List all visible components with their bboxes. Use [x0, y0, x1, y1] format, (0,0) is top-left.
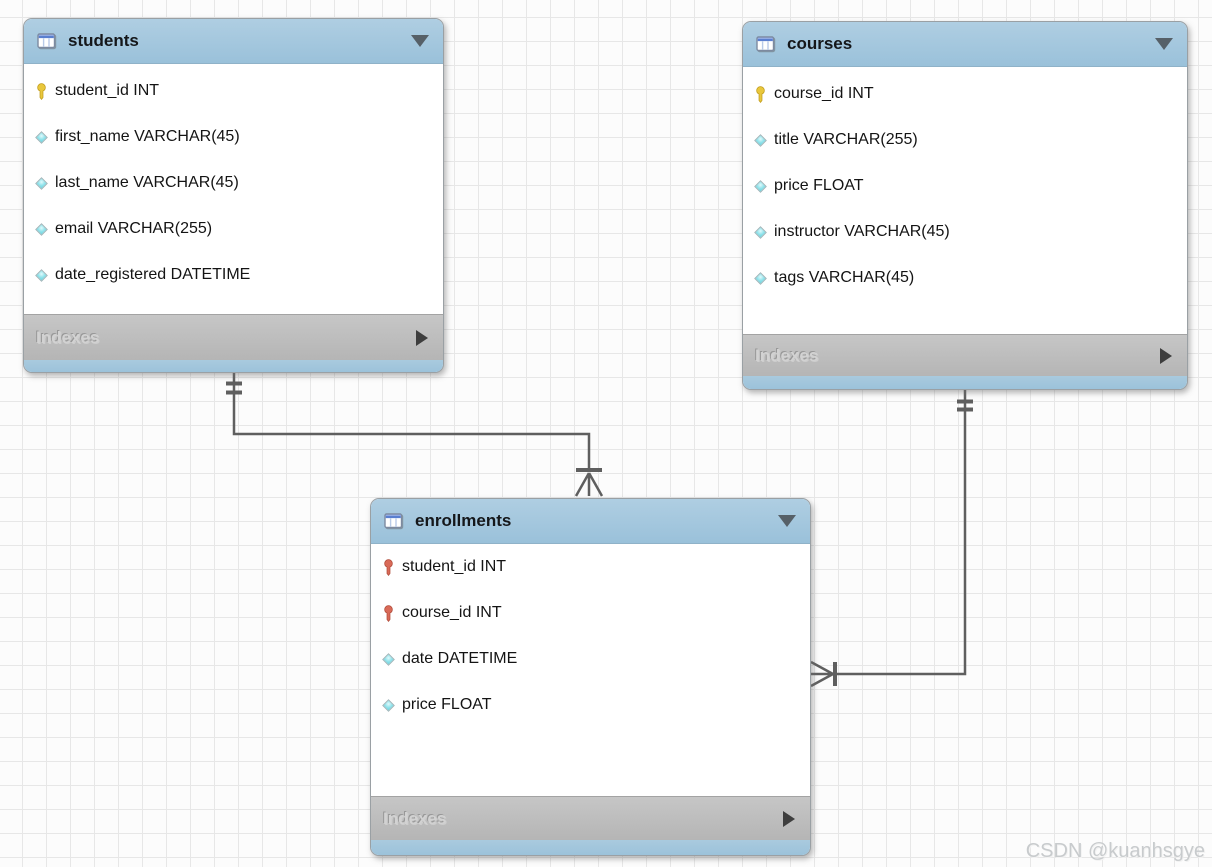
indexes-label: Indexes [383, 808, 447, 828]
column-icon [753, 225, 767, 239]
column-icon [753, 179, 767, 193]
table-header[interactable]: enrollments [371, 499, 810, 544]
column-icon [381, 652, 395, 666]
foreign-key-icon [382, 558, 394, 576]
column-type: VARCHAR(45) [844, 223, 950, 240]
column-name: first_name [55, 128, 130, 145]
column-type: INT [133, 82, 160, 99]
table-icon [756, 36, 775, 52]
primary-key-icon [35, 82, 47, 100]
relationship-connector-students-enrollments[interactable] [226, 373, 604, 497]
column-row[interactable]: tags VARCHAR(45) [743, 255, 1187, 301]
column-type: VARCHAR(255) [97, 220, 213, 237]
column-type: DATETIME [170, 266, 251, 283]
column-name: date_registered [55, 266, 167, 283]
table-card-courses[interactable]: courses course_id INT title VARCHAR(255)… [742, 21, 1188, 390]
column-name: price [402, 696, 437, 713]
column-type: DATETIME [437, 650, 518, 667]
column-icon [753, 133, 767, 147]
column-type: VARCHAR(45) [133, 174, 239, 191]
table-icon [37, 33, 56, 49]
table-header[interactable]: courses [743, 22, 1187, 67]
column-row[interactable]: student_id INT [24, 68, 443, 114]
column-type: VARCHAR(255) [803, 131, 918, 148]
table-bottom-strip [743, 376, 1187, 389]
column-icon [34, 222, 48, 236]
column-name: student_id [402, 558, 476, 575]
column-type: VARCHAR(45) [134, 128, 240, 145]
relationship-connector-courses-enrollments[interactable] [810, 390, 973, 688]
table-columns: course_id INT title VARCHAR(255) price F… [743, 67, 1187, 334]
column-name: email [55, 220, 94, 237]
column-name: title [774, 131, 799, 148]
collapse-arrow-icon[interactable] [411, 35, 429, 47]
column-icon [34, 268, 48, 282]
column-name: instructor [774, 223, 840, 240]
table-title: enrollments [415, 511, 512, 530]
column-type: INT [847, 85, 874, 102]
expand-arrow-icon[interactable] [783, 810, 795, 827]
watermark: CSDN @kuanhsgye [1025, 840, 1205, 862]
table-columns: student_id INT course_id INT date DATETI… [371, 544, 810, 796]
column-row[interactable]: last_name VARCHAR(45) [24, 160, 443, 206]
column-row[interactable]: price FLOAT [371, 682, 810, 728]
column-name: tags [774, 269, 805, 286]
column-name: date [402, 650, 434, 667]
indexes-footer[interactable]: Indexes [371, 796, 810, 840]
column-row[interactable]: student_id INT [371, 544, 810, 590]
column-row[interactable]: course_id INT [371, 590, 810, 636]
indexes-footer[interactable]: Indexes [743, 334, 1187, 376]
column-row[interactable]: title VARCHAR(255) [743, 117, 1187, 163]
column-row[interactable]: first_name VARCHAR(45) [24, 114, 443, 160]
column-row[interactable]: email VARCHAR(255) [24, 206, 443, 252]
table-columns: student_id INT first_name VARCHAR(45) la… [24, 64, 443, 314]
column-icon [34, 130, 48, 144]
column-row[interactable]: date_registered DATETIME [24, 252, 443, 298]
column-name: last_name [55, 174, 129, 191]
column-type: INT [475, 604, 502, 621]
indexes-footer[interactable]: Indexes [24, 314, 443, 360]
column-row[interactable]: price FLOAT [743, 163, 1187, 209]
column-type: FLOAT [441, 696, 492, 713]
collapse-arrow-icon[interactable] [1155, 38, 1173, 50]
column-type: INT [480, 558, 507, 575]
column-row[interactable]: instructor VARCHAR(45) [743, 209, 1187, 255]
table-title: students [68, 31, 139, 50]
table-icon [384, 513, 403, 529]
foreign-key-icon [382, 604, 394, 622]
collapse-arrow-icon[interactable] [778, 515, 796, 527]
column-row[interactable]: date DATETIME [371, 636, 810, 682]
table-bottom-strip [24, 360, 443, 372]
table-bottom-strip [371, 840, 810, 855]
column-name: course_id [402, 604, 472, 621]
table-header[interactable]: students [24, 19, 443, 64]
column-name: course_id [774, 85, 844, 102]
column-type: FLOAT [813, 177, 864, 194]
expand-arrow-icon[interactable] [1160, 347, 1172, 364]
indexes-label: Indexes [36, 327, 100, 347]
table-card-students[interactable]: students student_id INT first_name VARCH… [23, 18, 444, 373]
column-type: VARCHAR(45) [808, 269, 915, 286]
column-icon [381, 698, 395, 712]
expand-arrow-icon[interactable] [416, 329, 428, 346]
column-name: student_id [55, 82, 129, 99]
table-card-enrollments[interactable]: enrollments student_id INT course_id INT… [370, 498, 811, 856]
primary-key-icon [754, 85, 766, 103]
column-row[interactable]: course_id INT [743, 71, 1187, 117]
indexes-label: Indexes [755, 345, 819, 365]
column-name: price [774, 177, 809, 194]
table-title: courses [787, 34, 853, 53]
column-icon [753, 271, 767, 285]
column-icon [34, 176, 48, 190]
